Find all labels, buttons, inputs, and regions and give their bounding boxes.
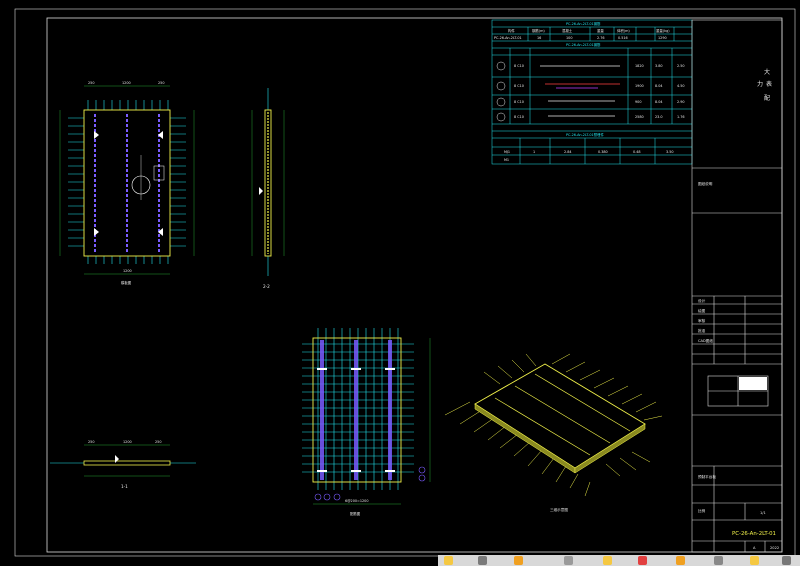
tb-label-check: 审核	[698, 318, 706, 323]
tb-label-cad: CAD图纸	[698, 338, 713, 343]
vertical-title: 配	[764, 95, 770, 102]
rebar-cnt: 8.04	[655, 84, 663, 88]
outer-frame	[14, 8, 796, 557]
toolbar-icon[interactable]	[782, 556, 791, 565]
rebar-dia: 8 C10	[514, 115, 524, 119]
embed-cell: M1	[504, 158, 509, 162]
toolbar-icon[interactable]	[444, 556, 453, 565]
body-cell: 16	[537, 36, 541, 40]
body-cell: PC-26-An-2LT-01	[494, 36, 522, 40]
rebar-cnt: 8.04	[655, 100, 663, 104]
tb-label-approve: 批准	[698, 328, 706, 333]
header-cell: 构件	[508, 28, 515, 33]
tb-label-draw: 绘图	[698, 308, 706, 313]
view-label-section-22: 2-2	[263, 284, 270, 289]
view-label-plan: 模板图	[121, 280, 132, 285]
header-cell: 重量	[597, 28, 604, 33]
toolbar-icon[interactable]	[564, 556, 573, 565]
tb-date: 2022	[770, 546, 779, 550]
bottom-toolbar[interactable]	[438, 555, 800, 566]
header-cell: 重量(kg)	[656, 28, 670, 33]
rebar-w: 4.50	[677, 84, 685, 88]
rebar-cnt: 3.80	[655, 64, 663, 68]
rebar-dia: 8 C10	[514, 64, 524, 68]
rebar-cnt: 23.0	[655, 115, 663, 119]
toolbar-icon[interactable]	[603, 556, 612, 565]
drawing-number: PC-26-An-2LT-01	[732, 531, 776, 537]
section-1-1	[50, 444, 196, 477]
body-cell: 0.516	[618, 36, 628, 40]
rebar-dia: 8 C10	[514, 84, 524, 88]
dim-text: 250	[158, 81, 164, 85]
body-cell: 1290	[658, 36, 667, 40]
rebar-len: 900	[635, 100, 641, 104]
toolbar-icon[interactable]	[638, 556, 647, 565]
tb-scale: 比例	[698, 508, 706, 513]
isometric-view	[444, 353, 663, 497]
header-cell: 体积(m)	[617, 28, 630, 33]
company-logo-grid	[707, 375, 769, 407]
view-label-iso: 三维示意图	[550, 507, 568, 512]
tb-version: A	[753, 546, 756, 550]
rebar-w: 2.50	[677, 64, 685, 68]
rebar-markers	[496, 61, 506, 122]
rebar-tables	[491, 19, 693, 165]
rebar-w: 2.90	[677, 100, 685, 104]
dim-text: 1200	[123, 269, 132, 273]
title-block-frame	[691, 19, 783, 553]
dim-text: 250	[155, 440, 161, 444]
toolbar-icon[interactable]	[478, 556, 487, 565]
rebar-w: 1.76	[677, 115, 685, 119]
embed-cell: 2.84	[564, 150, 572, 154]
vertical-title: 力	[757, 80, 763, 88]
tb-project: 预制平台板	[698, 474, 716, 479]
embed-cell: 3.50	[666, 150, 674, 154]
vertical-title: 大	[764, 68, 770, 76]
embed-cell: MJ1	[504, 150, 510, 154]
toolbar-icon[interactable]	[714, 556, 723, 565]
rebar-dia: 8 C10	[514, 100, 524, 104]
tb-label-design: 设计	[698, 298, 706, 303]
tb-page: 1/1	[760, 511, 766, 515]
header-cell: 钢筋(m)	[532, 28, 545, 33]
body-cell: 2.76	[597, 36, 605, 40]
rebar-shape-sketches	[540, 65, 620, 117]
dim-text: 250	[88, 440, 94, 444]
embed-cell: 0.48	[633, 150, 641, 154]
view-label-section-11: 1-1	[121, 484, 128, 489]
toolbar-icon[interactable]	[750, 556, 759, 565]
plan-view	[59, 85, 195, 275]
toolbar-icon[interactable]	[676, 556, 685, 565]
header-cell: 混凝土	[562, 28, 573, 33]
dim-text: 1200	[123, 440, 132, 444]
rebar-len: 2580	[635, 115, 644, 119]
remark-label: 图纸说明	[698, 181, 713, 186]
table-title-2: PC-26-An-2LT-01钢筋	[566, 42, 601, 47]
toolbar-icon[interactable]	[514, 556, 523, 565]
body-cell: 100	[566, 36, 572, 40]
table-title-1: PC-26-An-2LT-01钢筋	[566, 21, 601, 26]
rebar-len: 1820	[635, 64, 644, 68]
embed-cell: 1	[533, 150, 535, 154]
dim-text: 250	[88, 81, 94, 85]
vertical-title: 表	[766, 80, 772, 88]
rebar-plan-view	[302, 328, 431, 505]
rebar-len: 1900	[635, 84, 644, 88]
embed-cell: 0.380	[598, 150, 608, 154]
section-2-2	[251, 88, 285, 276]
table-title-3: PC-26-An-2LT-01预埋件	[566, 132, 604, 137]
dim-text: 1200	[122, 81, 131, 85]
dim-text: 6@200=1200	[345, 499, 369, 503]
view-label-rebar-plan: 配筋图	[350, 511, 361, 516]
